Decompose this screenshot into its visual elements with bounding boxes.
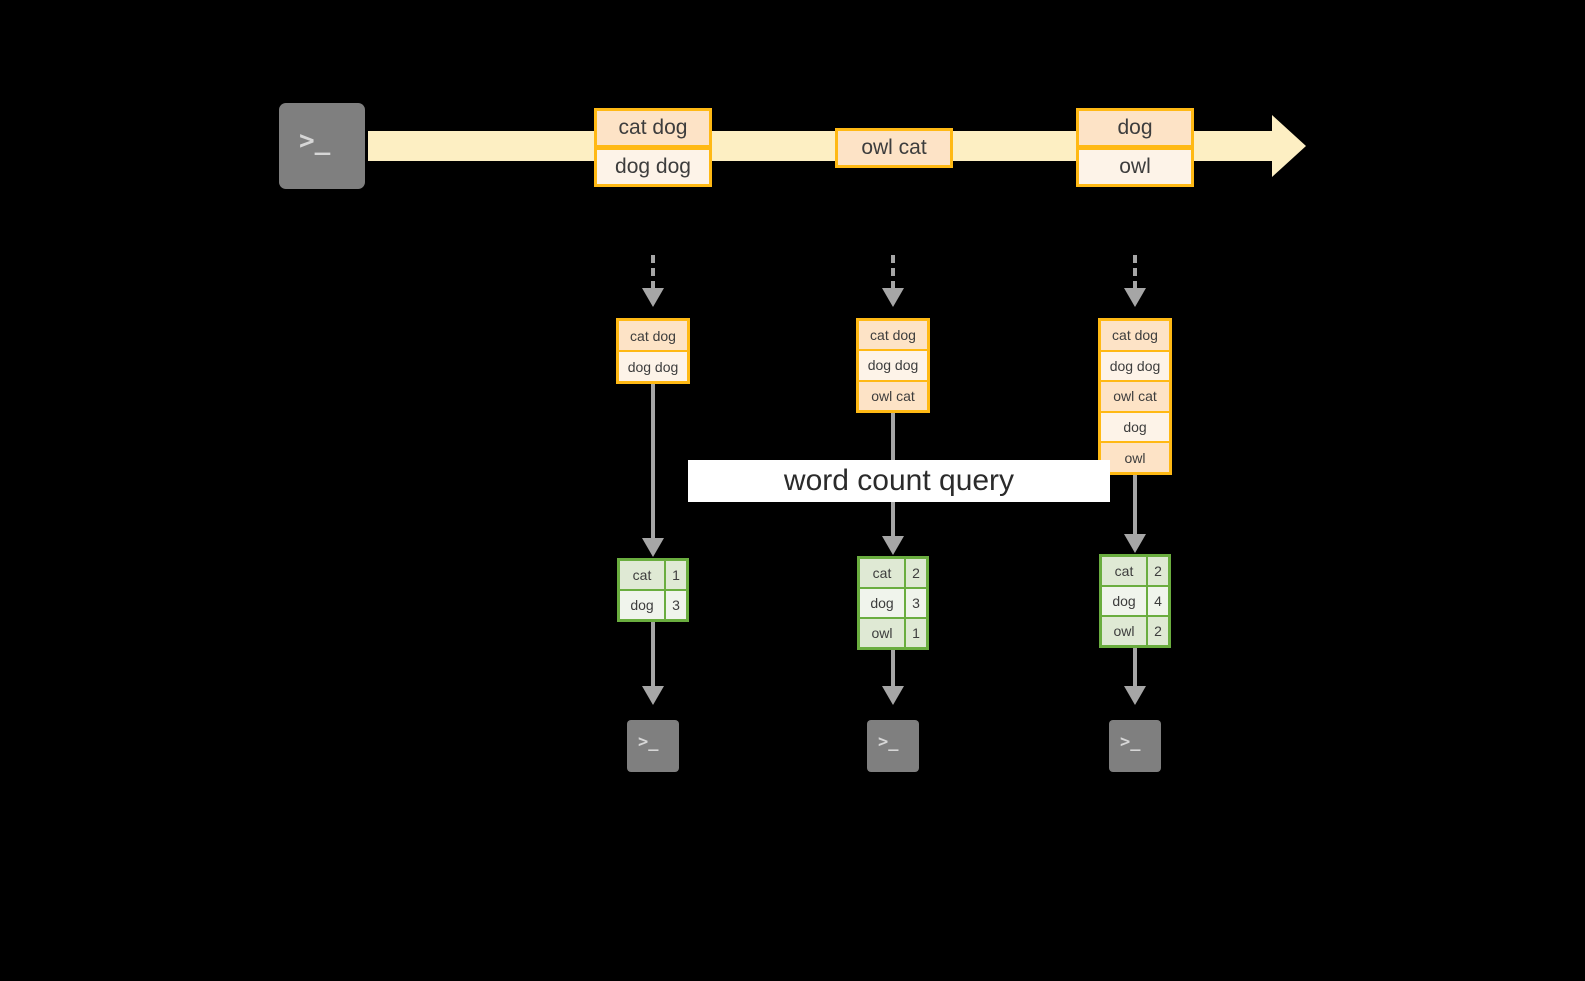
- result-table-2: cat 2 dog 3 owl 1: [857, 556, 929, 650]
- result-count: 3: [906, 589, 926, 617]
- stream-event-g1-line2: dog dog: [594, 147, 712, 187]
- sink-arrowhead-1: [642, 686, 664, 705]
- sink-line-3: [1133, 648, 1137, 688]
- result-word: cat: [860, 559, 904, 587]
- query-line-3: [1133, 475, 1137, 537]
- sink-terminal-icon-1: >_: [620, 713, 686, 779]
- stream-band-arrowhead: [1272, 115, 1306, 177]
- trigger-dashed-line-1: [651, 255, 655, 289]
- result-count: 4: [1148, 587, 1168, 615]
- trigger-dashed-arrowhead-3: [1124, 288, 1146, 307]
- accumulated-row: cat dog: [859, 321, 927, 350]
- result-row: dog 4: [1102, 587, 1168, 615]
- accumulated-row: owl cat: [1101, 382, 1169, 411]
- accumulated-row: dog dog: [1101, 351, 1169, 381]
- accumulated-stack-2: cat dog dog dog owl cat: [856, 318, 930, 413]
- terminal-prompt-glyph: >_: [299, 126, 331, 156]
- stream-event-g3-line2: owl: [1076, 147, 1194, 187]
- result-word: cat: [1102, 557, 1146, 585]
- trigger-dashed-line-2: [891, 255, 895, 289]
- accumulated-row: owl: [1101, 443, 1169, 472]
- result-table-1: cat 1 dog 3: [617, 558, 689, 622]
- sink-arrowhead-3: [1124, 686, 1146, 705]
- result-row: dog 3: [620, 591, 686, 619]
- result-count: 3: [666, 591, 686, 619]
- result-word: dog: [620, 591, 664, 619]
- accumulated-row: owl cat: [859, 381, 927, 410]
- accumulated-row: dog: [1101, 412, 1169, 442]
- result-count: 1: [666, 561, 686, 589]
- result-row: cat 2: [1102, 557, 1168, 585]
- terminal-body: [1109, 720, 1161, 772]
- accumulated-row: cat dog: [1101, 321, 1169, 350]
- result-row: cat 2: [860, 559, 926, 587]
- result-count: 2: [906, 559, 926, 587]
- result-word: cat: [620, 561, 664, 589]
- terminal-prompt-glyph: >_: [638, 732, 659, 752]
- sink-terminal-icon-3: >_: [1102, 713, 1168, 779]
- query-arrowhead-1: [642, 538, 664, 557]
- accumulated-row: cat dog: [619, 321, 687, 350]
- terminal-body: [867, 720, 919, 772]
- terminal-body: [279, 103, 365, 189]
- result-word: dog: [860, 589, 904, 617]
- sink-arrowhead-2: [882, 686, 904, 705]
- result-count: 2: [1148, 557, 1168, 585]
- sink-line-2: [891, 650, 895, 688]
- sink-terminal-icon-2: >_: [860, 713, 926, 779]
- sink-line-1: [651, 622, 655, 688]
- terminal-prompt-glyph: >_: [1120, 732, 1141, 752]
- result-row: cat 1: [620, 561, 686, 589]
- terminal-prompt-glyph: >_: [878, 732, 899, 752]
- trigger-dashed-line-3: [1133, 255, 1137, 289]
- result-word: owl: [1102, 617, 1146, 645]
- result-count: 2: [1148, 617, 1168, 645]
- stream-event-g2-line1: owl cat: [835, 128, 953, 168]
- result-table-3: cat 2 dog 4 owl 2: [1099, 554, 1171, 648]
- query-line-1: [651, 384, 655, 541]
- query-arrowhead-2: [882, 536, 904, 555]
- accumulated-row: dog dog: [619, 352, 687, 381]
- accumulated-row: dog dog: [859, 351, 927, 380]
- result-word: dog: [1102, 587, 1146, 615]
- result-row: owl 2: [1102, 617, 1168, 645]
- trigger-dashed-arrowhead-1: [642, 288, 664, 307]
- trigger-dashed-arrowhead-2: [882, 288, 904, 307]
- query-banner: word count query: [688, 460, 1110, 502]
- source-terminal-icon: >_: [272, 96, 372, 196]
- stream-event-g1-line1: cat dog: [594, 108, 712, 148]
- terminal-body: [627, 720, 679, 772]
- result-row: owl 1: [860, 619, 926, 647]
- accumulated-stack-3: cat dog dog dog owl cat dog owl: [1098, 318, 1172, 475]
- result-word: owl: [860, 619, 904, 647]
- stream-event-g3-line1: dog: [1076, 108, 1194, 148]
- result-row: dog 3: [860, 589, 926, 617]
- accumulated-stack-1: cat dog dog dog: [616, 318, 690, 384]
- query-arrowhead-3: [1124, 534, 1146, 553]
- result-count: 1: [906, 619, 926, 647]
